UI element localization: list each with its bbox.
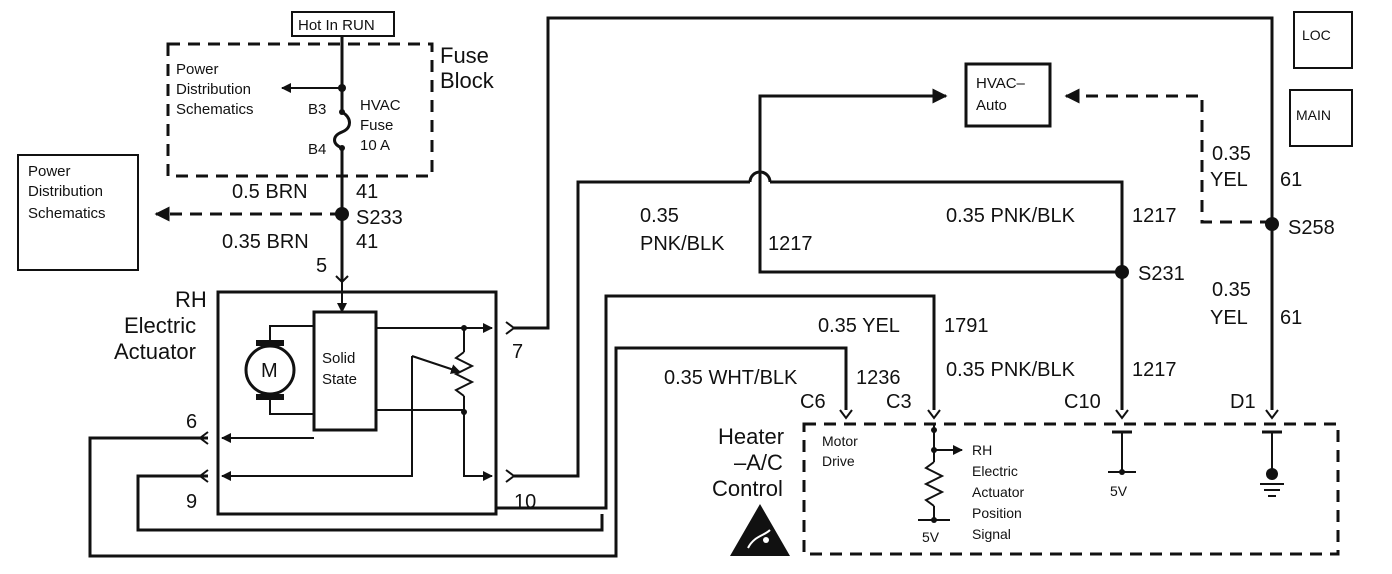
wire-yel-1791 — [496, 294, 936, 510]
hvac-fuse-symbol — [333, 88, 351, 212]
svg-text:C6: C6 — [800, 391, 826, 413]
svg-text:0.35: 0.35 — [1212, 143, 1251, 165]
svg-text:LOC: LOC — [1302, 27, 1331, 43]
svg-text:10: 10 — [514, 491, 536, 513]
wire-pin9 — [136, 474, 604, 532]
svg-text:State: State — [322, 371, 357, 388]
s258-label: S258 — [1288, 217, 1335, 239]
svg-text:HVAC–: HVAC– — [976, 75, 1026, 92]
svg-text:Electric: Electric — [972, 463, 1018, 479]
svg-text:Actuator: Actuator — [972, 484, 1024, 500]
svg-text:41: 41 — [356, 231, 378, 253]
svg-text:Position: Position — [972, 505, 1022, 521]
svg-text:Hot In RUN: Hot In RUN — [298, 17, 375, 34]
svg-text:Electric: Electric — [124, 313, 196, 338]
wire-035-brn: 0.35 BRN — [222, 231, 309, 253]
svg-text:0.35 WHT/BLK: 0.35 WHT/BLK — [664, 367, 798, 389]
loc-icon — [1293, 11, 1353, 69]
svg-text:0.35 YEL: 0.35 YEL — [818, 315, 900, 337]
pds-inner-1: Power — [176, 61, 219, 78]
wire-hvac-auto — [758, 88, 1122, 274]
fuse-label-1: HVAC — [360, 97, 401, 114]
svg-text:0.35: 0.35 — [640, 205, 679, 227]
svg-text:M: M — [261, 360, 278, 382]
svg-text:0.35: 0.35 — [1212, 279, 1251, 301]
svg-text:YEL: YEL — [1210, 307, 1248, 329]
s231-label: S231 — [1138, 263, 1185, 285]
esd-warning-icon — [730, 504, 790, 556]
svg-text:1217: 1217 — [768, 233, 813, 255]
svg-text:61: 61 — [1280, 169, 1302, 191]
svg-text:1791: 1791 — [944, 315, 989, 337]
svg-text:Auto: Auto — [976, 97, 1007, 114]
fuse-block-box — [166, 42, 434, 178]
b3-label: B3 — [308, 101, 326, 118]
svg-text:1217: 1217 — [1132, 359, 1177, 381]
pds-inner-3: Schematics — [176, 101, 254, 118]
motor-symbol: M — [244, 340, 296, 400]
potentiometer-symbol — [411, 328, 475, 415]
b4-label: B4 — [308, 141, 326, 158]
svg-text:Drive: Drive — [822, 453, 855, 469]
svg-text:PNK/BLK: PNK/BLK — [640, 233, 725, 255]
svg-text:D1: D1 — [1230, 391, 1256, 413]
svg-text:Actuator: Actuator — [114, 339, 196, 364]
svg-text:9: 9 — [186, 491, 197, 513]
svg-text:6: 6 — [186, 411, 197, 433]
svg-text:0.35 PNK/BLK: 0.35 PNK/BLK — [946, 205, 1076, 227]
svg-text:1236: 1236 — [856, 367, 901, 389]
main-icon — [1289, 89, 1353, 147]
wire-pin10 — [514, 180, 750, 478]
wire-wht-1236 — [88, 346, 848, 558]
pds-inner-2: Distribution — [176, 81, 251, 98]
fuse-label-2: Fuse — [360, 117, 393, 134]
hot-in-run-label: Hot In RUN — [291, 11, 395, 37]
svg-text:YEL: YEL — [1210, 169, 1248, 191]
svg-text:Control: Control — [712, 476, 783, 501]
power-distribution-box — [17, 154, 139, 271]
svg-text:Distribution: Distribution — [28, 183, 103, 200]
rh-actuator-box — [216, 290, 498, 516]
svg-text:Motor: Motor — [822, 433, 858, 449]
svg-text:RH: RH — [175, 287, 207, 312]
svg-text:1217: 1217 — [1132, 205, 1177, 227]
svg-text:C10: C10 — [1064, 391, 1101, 413]
svg-text:7: 7 — [512, 341, 523, 363]
svg-text:–A/C: –A/C — [734, 450, 783, 475]
fuse-label-3: 10 A — [360, 137, 390, 154]
svg-text:Schematics: Schematics — [28, 205, 106, 222]
s233-label: S233 — [356, 207, 403, 229]
svg-text:Signal: Signal — [972, 526, 1011, 542]
svg-text:Solid: Solid — [322, 350, 355, 367]
hvac-auto-box — [964, 62, 1052, 128]
svg-text:5V: 5V — [1110, 483, 1128, 499]
wire-pin7 — [514, 16, 1274, 330]
svg-text:Heater: Heater — [718, 424, 784, 449]
svg-text:C3: C3 — [886, 391, 912, 413]
fuse-block-label-2: Block — [440, 68, 495, 93]
svg-text:41: 41 — [356, 181, 378, 203]
svg-text:0.35 PNK/BLK: 0.35 PNK/BLK — [946, 359, 1076, 381]
heater-ac-control-box — [802, 422, 1340, 556]
fuse-block-label-1: Fuse — [440, 43, 489, 68]
svg-text:RH: RH — [972, 442, 992, 458]
svg-text:Power: Power — [28, 163, 71, 180]
svg-text:MAIN: MAIN — [1296, 107, 1331, 123]
svg-text:5V: 5V — [922, 529, 940, 545]
svg-text:61: 61 — [1280, 307, 1302, 329]
solid-state-box — [312, 310, 378, 432]
svg-text:5: 5 — [316, 255, 327, 277]
wire-05-brn: 0.5 BRN — [232, 181, 308, 203]
